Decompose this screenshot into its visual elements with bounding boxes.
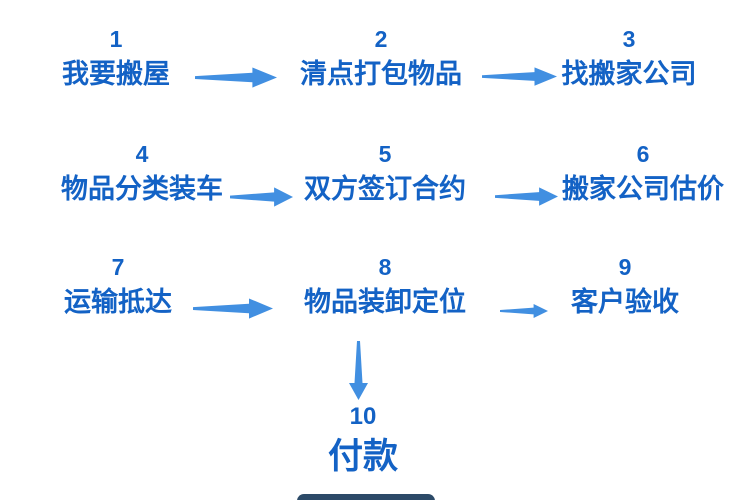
step-label: 运输抵达: [64, 287, 172, 317]
step-label: 搬家公司估价: [562, 174, 724, 204]
arrow-right-icon: [482, 67, 557, 86]
cutoff-partial-shape: [297, 494, 435, 500]
step-number: 4: [135, 141, 149, 167]
flow-step-5: 5 双方签订合约: [304, 141, 466, 205]
step-label: 付款: [327, 437, 399, 476]
step-label: 物品装卸定位: [304, 287, 466, 317]
flow-step-10: 10 付款: [328, 403, 398, 477]
flow-step-9: 9 客户验收: [571, 254, 679, 318]
step-label: 物品分类装车: [61, 174, 223, 204]
arrow-right-icon: [195, 67, 277, 88]
step-number: 7: [111, 254, 125, 280]
step-number: 9: [618, 254, 632, 280]
step-number: 2: [374, 26, 388, 52]
arrow-right-icon: [230, 187, 293, 207]
step-label: 清点打包物品: [300, 59, 462, 89]
step-label: 客户验收: [571, 287, 679, 317]
flow-step-2: 2 清点打包物品: [300, 26, 462, 90]
flow-step-4: 4 物品分类装车: [61, 141, 223, 205]
arrow-down-icon: [349, 341, 368, 400]
flow-step-3: 3 找搬家公司: [562, 26, 697, 90]
step-number: 8: [378, 254, 392, 280]
arrow-right-icon: [193, 298, 273, 319]
step-number: 10: [349, 403, 377, 430]
step-label: 双方签订合约: [304, 174, 466, 204]
flow-step-7: 7 运输抵达: [64, 254, 172, 318]
arrow-right-icon: [495, 187, 558, 206]
step-number: 3: [622, 26, 636, 52]
step-label: 我要搬屋: [62, 59, 170, 89]
step-number: 6: [636, 141, 650, 167]
step-number: 1: [109, 26, 123, 52]
flow-step-6: 6 搬家公司估价: [562, 141, 724, 205]
step-number: 5: [378, 141, 392, 167]
arrow-right-icon: [500, 304, 548, 318]
step-label: 找搬家公司: [561, 59, 697, 89]
flow-step-1: 1 我要搬屋: [62, 26, 170, 90]
flow-step-8: 8 物品装卸定位: [304, 254, 466, 318]
